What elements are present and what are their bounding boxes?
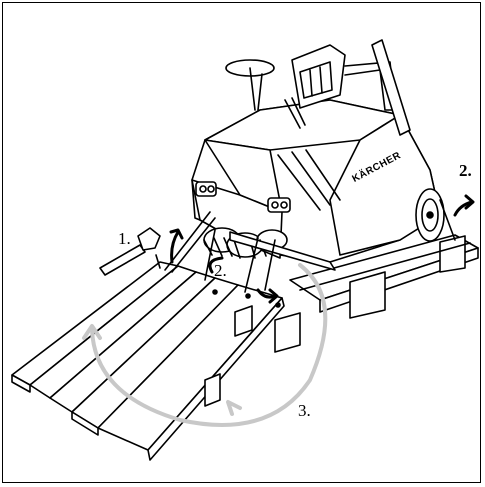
ramp bbox=[11, 261, 285, 461]
step-3-label: 3. bbox=[298, 401, 311, 420]
step-1-label: 1. bbox=[118, 229, 131, 248]
step-2-right-label: 2. bbox=[459, 161, 472, 180]
rotate-arrow-icon bbox=[82, 263, 328, 427]
pallet bbox=[274, 234, 479, 353]
curved-arrow-icon bbox=[169, 194, 475, 304]
sweeper-machine bbox=[191, 39, 445, 271]
step-2-left-label: 2. bbox=[214, 261, 227, 280]
spanner-icon bbox=[99, 227, 161, 276]
